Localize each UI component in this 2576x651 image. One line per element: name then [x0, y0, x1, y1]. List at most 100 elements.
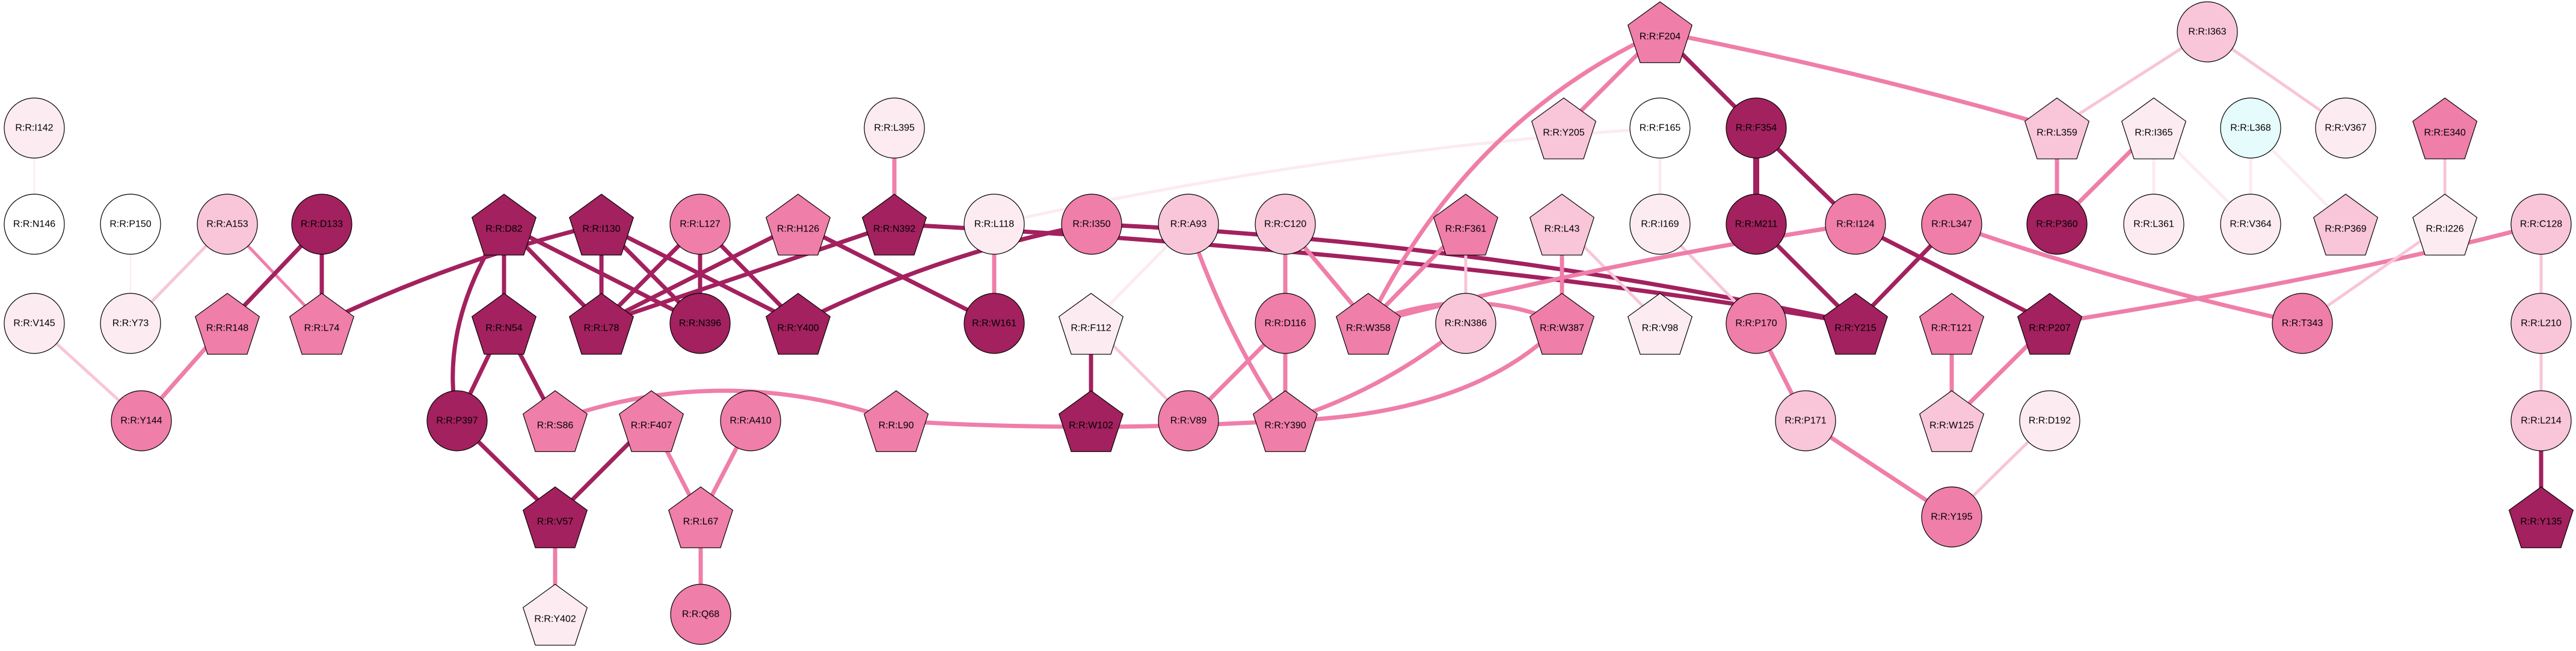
- node-p397[interactable]: R:R:P397: [426, 390, 488, 451]
- node-pentagon-shape: [2024, 97, 2090, 159]
- node-l67[interactable]: R:R:L67: [668, 486, 734, 548]
- node-circle-shape: [1629, 97, 1691, 159]
- node-l361[interactable]: R:R:L361: [2123, 194, 2184, 255]
- node-v89[interactable]: R:R:V89: [1158, 390, 1219, 451]
- node-circle-shape: [1061, 194, 1122, 255]
- node-l210[interactable]: R:R:L210: [2510, 293, 2572, 354]
- node-l78[interactable]: R:R:L78: [568, 293, 635, 355]
- node-l368[interactable]: R:R:L368: [2220, 97, 2281, 159]
- node-circle-shape: [2510, 293, 2572, 354]
- node-p171[interactable]: R:R:P171: [1775, 390, 1836, 451]
- node-n146[interactable]: R:R:N146: [4, 194, 65, 255]
- node-r148[interactable]: R:R:R148: [194, 293, 260, 355]
- node-label: R:R:F112: [1071, 323, 1111, 334]
- node-y400[interactable]: R:R:Y400: [765, 293, 831, 355]
- node-pentagon-shape: [668, 486, 734, 548]
- node-c120[interactable]: R:R:C120: [1255, 194, 1316, 255]
- node-d192[interactable]: R:R:D192: [2019, 390, 2080, 451]
- node-f165[interactable]: R:R:F165: [1629, 97, 1691, 159]
- node-label: R:R:Q68: [682, 610, 719, 620]
- node-i226[interactable]: R:R:I226: [2412, 194, 2478, 255]
- node-v364[interactable]: R:R:V364: [2220, 194, 2281, 255]
- node-l118[interactable]: R:R:L118: [964, 194, 1025, 255]
- node-n54[interactable]: R:R:N54: [471, 293, 537, 355]
- node-p369[interactable]: R:R:P369: [2313, 194, 2379, 255]
- node-i350[interactable]: R:R:I350: [1061, 194, 1122, 255]
- node-f361[interactable]: R:R:F361: [1433, 194, 1499, 255]
- node-y402[interactable]: R:R:Y402: [522, 584, 588, 646]
- node-f204[interactable]: R:R:F204: [1627, 1, 1693, 63]
- node-i130[interactable]: R:R:I130: [568, 194, 635, 255]
- edge-h126-l78: [599, 222, 801, 326]
- node-e340[interactable]: R:R:E340: [2412, 97, 2478, 159]
- node-i124[interactable]: R:R:I124: [1825, 194, 1886, 255]
- node-w102[interactable]: R:R:W102: [1058, 390, 1124, 452]
- node-y144[interactable]: R:R:Y144: [111, 390, 172, 451]
- node-d82[interactable]: R:R:D82: [471, 194, 537, 255]
- node-label: R:R:F354: [1736, 123, 1777, 133]
- node-l127[interactable]: R:R:L127: [669, 194, 731, 255]
- node-label: R:R:W102: [1069, 421, 1113, 431]
- node-i365[interactable]: R:R:I365: [2121, 97, 2187, 159]
- node-a153[interactable]: R:R:A153: [197, 194, 258, 255]
- node-l359[interactable]: R:R:L359: [2024, 97, 2090, 159]
- node-l214[interactable]: R:R:L214: [2510, 390, 2572, 451]
- node-d116[interactable]: R:R:D116: [1255, 293, 1316, 354]
- node-m211[interactable]: R:R:M211: [1726, 194, 1787, 255]
- edge-a93-y390: [1186, 222, 1288, 423]
- node-i142[interactable]: R:R:I142: [4, 97, 65, 159]
- node-circle-shape: [4, 97, 65, 159]
- node-pentagon-shape: [863, 390, 929, 452]
- node-f112[interactable]: R:R:F112: [1058, 293, 1124, 355]
- node-label: R:R:L347: [1931, 219, 1972, 230]
- node-s86[interactable]: R:R:S86: [522, 390, 588, 452]
- node-n392[interactable]: R:R:N392: [861, 194, 927, 255]
- node-t343[interactable]: R:R:T343: [2272, 293, 2333, 354]
- node-v98[interactable]: R:R:V98: [1627, 293, 1693, 355]
- node-w387[interactable]: R:R:W387: [1529, 293, 1595, 355]
- node-w125[interactable]: R:R:W125: [1919, 390, 1985, 452]
- node-c128[interactable]: R:R:C128: [2510, 194, 2572, 255]
- node-y205[interactable]: R:R:Y205: [1531, 97, 1597, 159]
- node-p170[interactable]: R:R:P170: [1726, 293, 1787, 354]
- node-l43[interactable]: R:R:L43: [1529, 194, 1595, 255]
- edge-n392-y215: [892, 222, 1858, 326]
- node-f407[interactable]: R:R:F407: [618, 390, 684, 452]
- node-p360[interactable]: R:R:P360: [2026, 194, 2088, 255]
- node-w358[interactable]: R:R:W358: [1335, 293, 1401, 355]
- node-y195[interactable]: R:R:Y195: [1921, 486, 1982, 548]
- node-circle-shape: [669, 194, 731, 255]
- node-l395[interactable]: R:R:L395: [864, 97, 925, 159]
- node-l347[interactable]: R:R:L347: [1921, 194, 1982, 255]
- node-y135[interactable]: R:R:Y135: [2508, 486, 2574, 548]
- node-v367[interactable]: R:R:V367: [2315, 97, 2376, 159]
- node-label: R:R:L361: [2133, 219, 2174, 230]
- node-circle-shape: [111, 390, 172, 451]
- node-label: R:R:L78: [584, 323, 619, 334]
- node-i169[interactable]: R:R:I169: [1629, 194, 1691, 255]
- node-v57[interactable]: R:R:V57: [522, 486, 588, 548]
- node-q68[interactable]: R:R:Q68: [670, 584, 731, 645]
- node-l90[interactable]: R:R:L90: [863, 390, 929, 452]
- node-label: R:R:A410: [730, 416, 771, 426]
- node-pentagon-shape: [1058, 390, 1124, 452]
- node-y73[interactable]: R:R:Y73: [100, 293, 161, 354]
- node-n386[interactable]: R:R:N386: [1435, 293, 1496, 354]
- node-y390[interactable]: R:R:Y390: [1252, 390, 1318, 452]
- node-h126[interactable]: R:R:H126: [765, 194, 831, 255]
- node-n396[interactable]: R:R:N396: [669, 293, 731, 354]
- node-f354[interactable]: R:R:F354: [1726, 97, 1787, 159]
- node-a410[interactable]: R:R:A410: [720, 390, 781, 451]
- node-a93[interactable]: R:R:A93: [1158, 194, 1219, 255]
- node-d133[interactable]: R:R:D133: [291, 194, 352, 255]
- node-l74[interactable]: R:R:L74: [289, 293, 355, 355]
- node-label: R:R:V364: [2230, 219, 2271, 230]
- node-p150[interactable]: R:R:P150: [100, 194, 161, 255]
- node-v145[interactable]: R:R:V145: [4, 293, 65, 354]
- node-circle-shape: [1255, 194, 1316, 255]
- node-y215[interactable]: R:R:Y215: [1822, 293, 1889, 355]
- node-w161[interactable]: R:R:W161: [964, 293, 1025, 354]
- node-i363[interactable]: R:R:I363: [2177, 1, 2238, 63]
- node-t121[interactable]: R:R:T121: [1919, 293, 1985, 355]
- node-p207[interactable]: R:R:P207: [2017, 293, 2083, 355]
